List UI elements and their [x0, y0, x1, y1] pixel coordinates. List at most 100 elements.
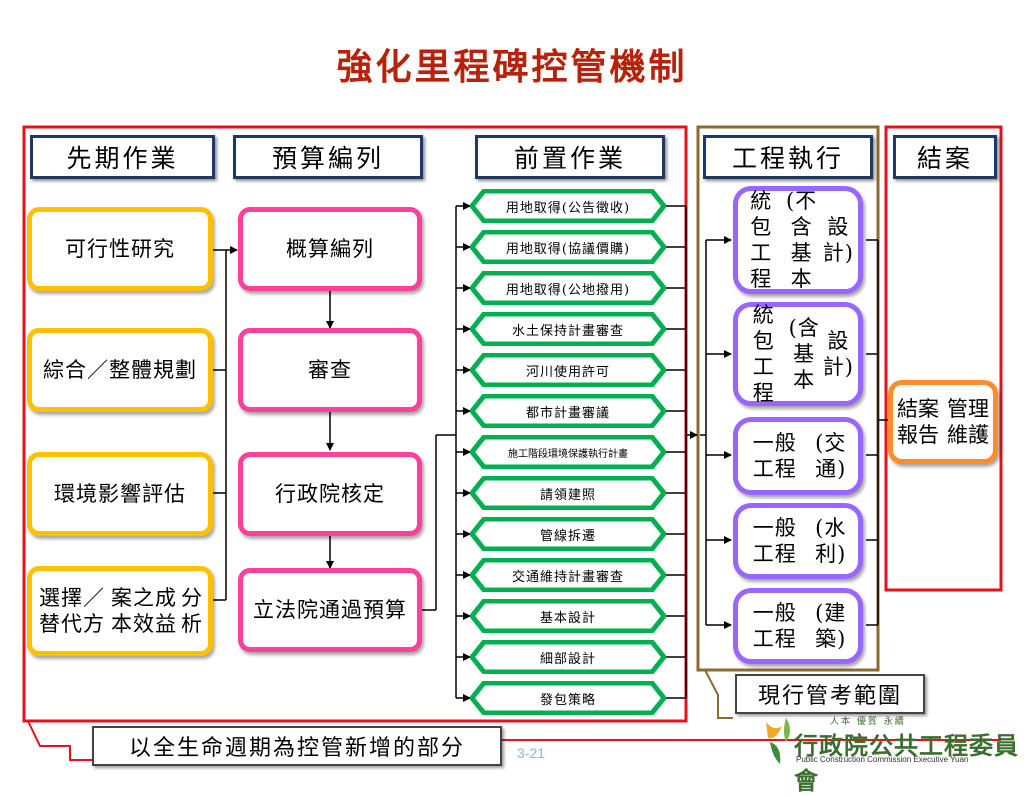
pre-construction-item-label: 都市計畫審議	[525, 405, 610, 421]
box-line: 概算編列	[286, 237, 374, 261]
hexagon-shape	[470, 681, 666, 715]
new-scope-pointer	[27, 720, 92, 761]
hexagon-outline	[470, 476, 666, 510]
box-line: (建築)	[815, 601, 847, 651]
box-line: (含基本	[788, 316, 820, 392]
slide-number: 3-21	[517, 745, 546, 761]
hexagon-outline	[470, 599, 666, 633]
header-pre-stage: 先期作業	[30, 135, 215, 179]
header-closing: 結案	[893, 135, 997, 179]
hexagon-outline	[470, 517, 666, 551]
pre-stage-box: 選擇／替代方 案之成本效益 分析	[27, 566, 213, 656]
execution-box: 一般工程 (交通)	[733, 417, 863, 495]
pre-construction-item: 發包策略	[470, 681, 666, 715]
budget-box: 立法院通過 預算	[238, 568, 422, 652]
pre-construction-item: 細部設計	[470, 640, 666, 674]
pre-stage-box: 環境影響評估	[27, 452, 213, 536]
header-budget: 預算編列	[233, 135, 423, 179]
box-line: 行政院核定	[275, 482, 385, 506]
pre-construction-item-label: 施工階段環境保護執行計畫	[508, 448, 628, 460]
box-line: 選擇／替代方	[39, 586, 105, 636]
pre-construction-item-label: 用地取得(公地撥用)	[505, 282, 631, 298]
pcc-emblem-icon	[766, 718, 790, 764]
pre-construction-item: 交通維持計畫審查	[470, 558, 666, 592]
hexagon-shape	[470, 476, 666, 510]
hexagon-shape	[470, 312, 666, 346]
box-line: (不含基本	[785, 189, 818, 291]
pre-construction-item: 用地取得(協議價購)	[470, 230, 666, 264]
hexagon-shape	[470, 435, 666, 469]
execution-box: 統包工程 (不含基本 設計)	[733, 186, 863, 294]
hexagon-outline	[470, 189, 666, 223]
pre-construction-item-label: 發包策略	[539, 692, 596, 708]
pre-construction-item: 水土保持計畫審查	[470, 312, 666, 346]
closing-frame	[884, 125, 1003, 592]
box-line: 分析	[181, 586, 203, 636]
box-line: 設計)	[822, 215, 854, 265]
box-line: (水利)	[815, 516, 847, 566]
execution-box: 一般工程 (水利)	[733, 503, 863, 579]
logo-english-name: Public Construction Commission Executive…	[796, 755, 969, 764]
hexagon-shape	[470, 394, 666, 428]
box-line: 統包工程	[750, 189, 773, 291]
new-scope-label: 以全生命週期為控管新增的部分	[92, 726, 502, 766]
box-line: 環境影響評估	[54, 482, 186, 506]
hexagon-shape	[470, 271, 666, 305]
pre-construction-item: 管線拆遷	[470, 517, 666, 551]
hexagon-outline	[470, 640, 666, 674]
pre-stage-box: 可行性研究	[27, 207, 213, 291]
hexagon-shape	[470, 230, 666, 264]
pre-construction-item-label: 請領建照	[539, 487, 596, 503]
execution-box: 統包工程 (含基本 設計)	[733, 302, 863, 406]
box-line: 結案報告	[897, 397, 939, 447]
pre-construction-item: 請領建照	[470, 476, 666, 510]
pre-construction-item-label: 水土保持計畫審查	[511, 323, 624, 339]
box-line: 立法院通過	[253, 598, 363, 622]
hexagon-outline	[470, 230, 666, 264]
box-line: 綜合／整體	[43, 358, 153, 382]
box-line: 設計)	[822, 329, 854, 379]
hexagon-outline	[470, 435, 666, 469]
hexagon-shape	[470, 558, 666, 592]
connector-layer	[22, 125, 1003, 761]
pre-construction-item: 河川使用許可	[470, 353, 666, 387]
hexagon-shape	[470, 640, 666, 674]
pre-stage-box: 綜合／整體 規劃	[27, 328, 213, 412]
pre-construction-item: 都市計畫審議	[470, 394, 666, 428]
hexagon-shape	[470, 353, 666, 387]
box-line: 規劃	[153, 358, 197, 382]
current-scope-pointer	[704, 669, 733, 719]
hexagon-outline	[470, 558, 666, 592]
page-title: 強化里程碑控管機制	[336, 46, 688, 88]
execution-box: 一般工程 (建築)	[733, 588, 863, 664]
hexagon-shape	[470, 517, 666, 551]
pre-construction-item: 用地取得(公地撥用)	[470, 271, 666, 305]
budget-box: 行政院核定	[238, 452, 422, 536]
closing-box: 結案報告 管理維護	[888, 380, 998, 464]
pre-construction-item: 用地取得(公告徵收)	[470, 189, 666, 223]
box-line: 統包工程	[752, 303, 775, 405]
hexagon-outline	[470, 353, 666, 387]
pre-construction-item-label: 用地取得(協議價購)	[505, 241, 631, 257]
header-execution: 工程執行	[703, 135, 873, 179]
box-line: 可行性研究	[65, 237, 175, 261]
hexagon-outline	[470, 394, 666, 428]
box-line: 案之成本效益	[111, 586, 177, 636]
hexagon-shape	[470, 599, 666, 633]
pre-construction-item-label: 河川使用許可	[525, 364, 610, 380]
pre-construction-item: 基本設計	[470, 599, 666, 633]
pre-construction-item: 施工階段環境保護執行計畫	[470, 435, 666, 469]
box-line: 預算	[363, 598, 407, 622]
header-pre-construction: 前置作業	[475, 135, 665, 179]
budget-box: 審查	[238, 328, 422, 412]
pre-construction-item-label: 交通維持計畫審查	[511, 569, 624, 585]
pre-construction-item-label: 細部設計	[539, 651, 596, 667]
box-line: 管理維護	[947, 397, 989, 447]
box-line: 一般工程	[752, 516, 797, 566]
hexagon-outline	[470, 312, 666, 346]
hexagon-outline	[470, 681, 666, 715]
hexagon-shape	[470, 189, 666, 223]
pre-construction-item-label: 管線拆遷	[539, 528, 596, 544]
logo-slogan: 人本 優質 永續	[830, 717, 906, 727]
pre-construction-item-label: 用地取得(公告徵收)	[505, 200, 631, 216]
